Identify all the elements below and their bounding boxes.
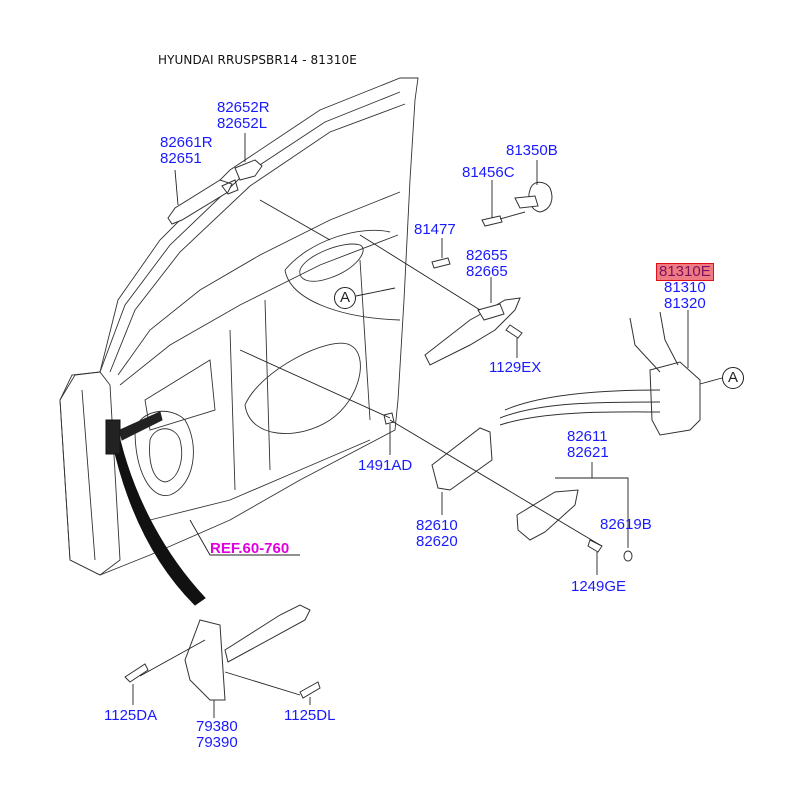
part-number[interactable]: 82610 xyxy=(416,517,458,534)
label-81310e-highlighted[interactable]: 81310E xyxy=(656,263,714,281)
label-82611[interactable]: 82611 82621 xyxy=(567,429,609,461)
label-1125dl[interactable]: 1125DL xyxy=(284,707,336,724)
bolt-81477 xyxy=(431,257,451,269)
handle-cap xyxy=(234,159,263,181)
leader-lines xyxy=(132,133,723,718)
part-number[interactable]: 82611 xyxy=(567,428,608,445)
bolt-1125da xyxy=(124,663,149,683)
label-79380[interactable]: 79380 79390 xyxy=(196,719,238,751)
outside-handle xyxy=(167,179,239,225)
strap-bar xyxy=(119,411,163,441)
label-82610[interactable]: 82610 82620 xyxy=(416,518,458,550)
part-number[interactable]: 81310 xyxy=(664,279,706,296)
screw-1129ex xyxy=(505,324,523,339)
handle-bezel xyxy=(516,489,579,541)
part-number[interactable]: 82665 xyxy=(466,263,508,280)
door-latch-assembly xyxy=(499,311,701,436)
callout-a-right: A xyxy=(722,367,744,389)
wire-harness-band xyxy=(111,439,206,606)
inner-handle xyxy=(431,427,493,491)
label-82619b[interactable]: 82619B xyxy=(600,516,652,533)
clip-1491ad xyxy=(383,412,395,425)
cap-82619b xyxy=(623,550,633,562)
part-number[interactable]: 79390 xyxy=(196,734,238,751)
label-82655[interactable]: 82655 82665 xyxy=(466,248,508,280)
label-81310[interactable]: 81310 81320 xyxy=(664,280,706,312)
door-checker xyxy=(184,604,311,701)
inner-handle-bracket xyxy=(424,297,521,366)
callout-a-left: A xyxy=(334,287,356,309)
label-1249ge[interactable]: 1249GE xyxy=(571,578,627,595)
label-81350b[interactable]: 81350B xyxy=(506,142,558,159)
part-number[interactable]: 82661R xyxy=(160,134,213,151)
part-number[interactable]: 82652R xyxy=(217,99,270,116)
label-82652[interactable]: 82652R 82652L xyxy=(217,100,270,132)
part-number[interactable]: 82655 xyxy=(466,247,508,264)
part-number[interactable]: 79380 xyxy=(196,718,238,735)
part-number[interactable]: 82620 xyxy=(416,533,458,550)
label-1491ad[interactable]: 1491AD xyxy=(358,457,413,474)
label-81477[interactable]: 81477 xyxy=(414,221,456,238)
label-1125da[interactable]: 1125DA xyxy=(104,707,158,724)
reference-label[interactable]: REF.60-760 xyxy=(210,540,290,557)
door-frame xyxy=(59,77,419,576)
part-number[interactable]: 82621 xyxy=(567,444,609,461)
label-81456c[interactable]: 81456C xyxy=(462,164,515,181)
page-title: HYUNDAI RRUSPSBR14 - 81310E xyxy=(158,53,357,67)
part-number[interactable]: 82652L xyxy=(217,115,268,132)
hinge-bracket xyxy=(105,419,121,455)
label-82661[interactable]: 82661R 82651 xyxy=(160,135,213,167)
part-number[interactable]: 82651 xyxy=(160,150,202,167)
striker xyxy=(481,181,553,227)
bolt-1125dl xyxy=(299,681,321,699)
label-1129ex[interactable]: 1129EX xyxy=(489,359,542,376)
part-number[interactable]: 81320 xyxy=(664,295,706,312)
